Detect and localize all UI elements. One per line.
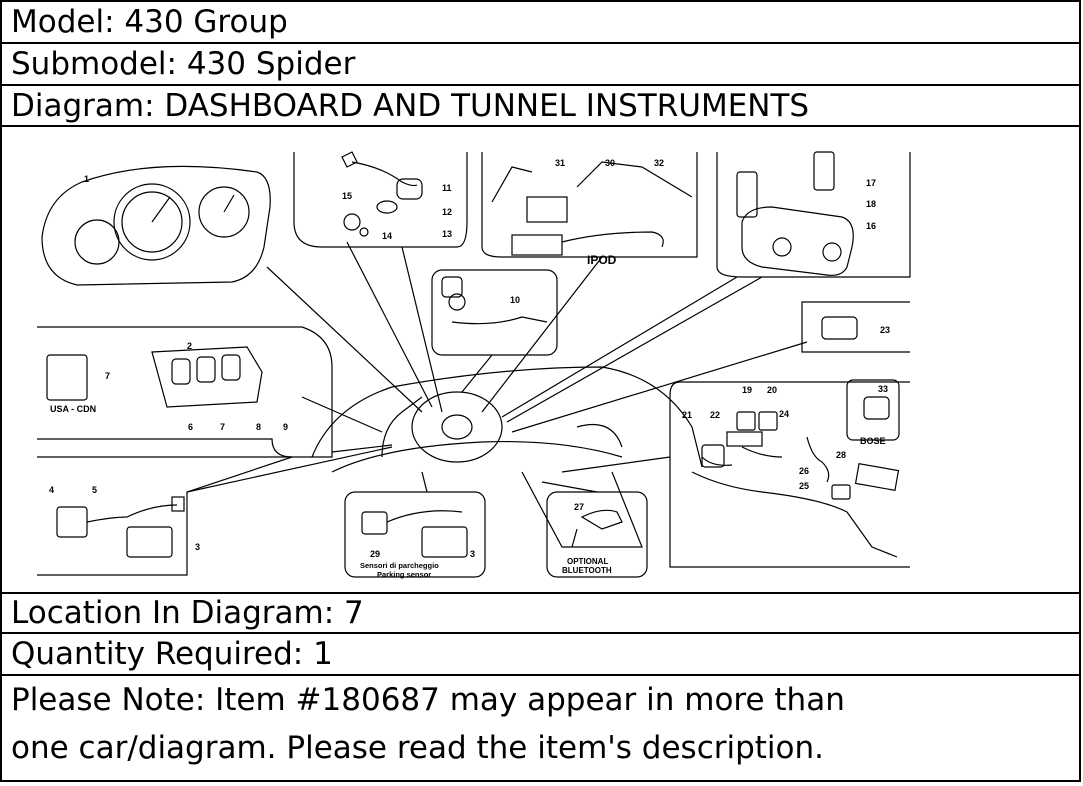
submodel-row: Submodel: 430 Spider <box>2 44 1079 86</box>
callout-12: 12 <box>442 207 452 217</box>
parking-sensor-switch-plate <box>126 526 173 558</box>
callout-16: 16 <box>866 221 876 231</box>
model-row: Model: 430 Group <box>2 2 1079 44</box>
callout-1: 1 <box>84 174 89 184</box>
callout-7a: 7 <box>105 371 110 381</box>
callout-33: 33 <box>878 384 888 394</box>
callout-30: 30 <box>605 158 615 168</box>
panel-frame-bose <box>846 379 900 441</box>
callout-20: 20 <box>767 385 777 395</box>
panel-frame-window-switches <box>37 326 333 458</box>
parking-sensor-label-it: Sensori di parcheggio <box>360 561 439 570</box>
parking-sensor-label-en: Parking sensor <box>377 570 431 579</box>
callout-22: 22 <box>710 410 720 420</box>
callout-4: 4 <box>49 485 54 495</box>
callout-17: 17 <box>866 178 876 188</box>
window-switch-block <box>151 346 263 408</box>
panel-frame-ipod <box>481 152 698 258</box>
callout-2: 2 <box>187 341 192 351</box>
dimmer-switch <box>56 506 88 538</box>
instrument-cluster <box>41 165 271 286</box>
callout-26: 26 <box>799 466 809 476</box>
parts-diagram: 1 15 11 12 14 13 31 30 32 17 18 16 10 23… <box>2 127 1079 594</box>
callout-11: 11 <box>442 183 452 193</box>
callout-7b: 7 <box>220 422 225 432</box>
climate-control-panel <box>741 206 854 276</box>
panel-frame-climate <box>716 152 911 278</box>
callout-24: 24 <box>779 409 789 419</box>
callout-14: 14 <box>382 231 392 241</box>
callout-27: 27 <box>574 502 584 512</box>
steering-wheel <box>411 391 503 463</box>
note-line-2: one car/diagram. Please read the item's … <box>11 730 825 766</box>
callout-31: 31 <box>555 158 565 168</box>
callout-3b: 3 <box>470 549 475 559</box>
callout-15: 15 <box>342 191 352 201</box>
callout-9: 9 <box>283 422 288 432</box>
callout-5: 5 <box>92 485 97 495</box>
callout-18: 18 <box>866 199 876 209</box>
location-row: Location In Diagram: 7 <box>2 594 1079 634</box>
callout-labels: 1 15 11 12 14 13 31 30 32 17 18 16 10 23… <box>49 158 890 559</box>
callout-21: 21 <box>682 410 692 420</box>
panel-frame-light <box>431 269 558 356</box>
mirror-switch <box>46 354 88 401</box>
callout-10: 10 <box>510 295 520 305</box>
bluetooth-label-1: OPTIONAL <box>567 557 608 566</box>
note-line-1: Please Note: Item #180687 may appear in … <box>11 682 845 718</box>
bluetooth-label-2: BLUETOOTH <box>562 566 612 575</box>
callout-19: 19 <box>742 385 752 395</box>
callout-8: 8 <box>256 422 261 432</box>
panel-frame-switch <box>293 152 468 248</box>
callout-6: 6 <box>188 422 193 432</box>
quantity-row: Quantity Required: 1 <box>2 634 1079 676</box>
callout-23: 23 <box>880 325 890 335</box>
callout-13: 13 <box>442 229 452 239</box>
note-block: Please Note: Item #180687 may appear in … <box>2 676 1079 780</box>
bose-label: BOSE <box>860 436 886 446</box>
callout-3a: 3 <box>195 542 200 552</box>
callout-25: 25 <box>799 481 809 491</box>
diagram-title-row: Diagram: DASHBOARD AND TUNNEL INSTRUMENT… <box>2 86 1079 127</box>
callout-29: 29 <box>370 549 380 559</box>
ipod-label: IPOD <box>587 253 617 267</box>
panel-frame-parking <box>344 491 486 578</box>
panel-frame-connector <box>801 301 910 353</box>
usa-cdn-label: USA - CDN <box>50 404 96 414</box>
callout-32: 32 <box>654 158 664 168</box>
exploded-view-drawing: 1 15 11 12 14 13 31 30 32 17 18 16 10 23… <box>37 151 911 579</box>
panel-frame-harness <box>669 381 910 568</box>
callout-28: 28 <box>836 450 846 460</box>
